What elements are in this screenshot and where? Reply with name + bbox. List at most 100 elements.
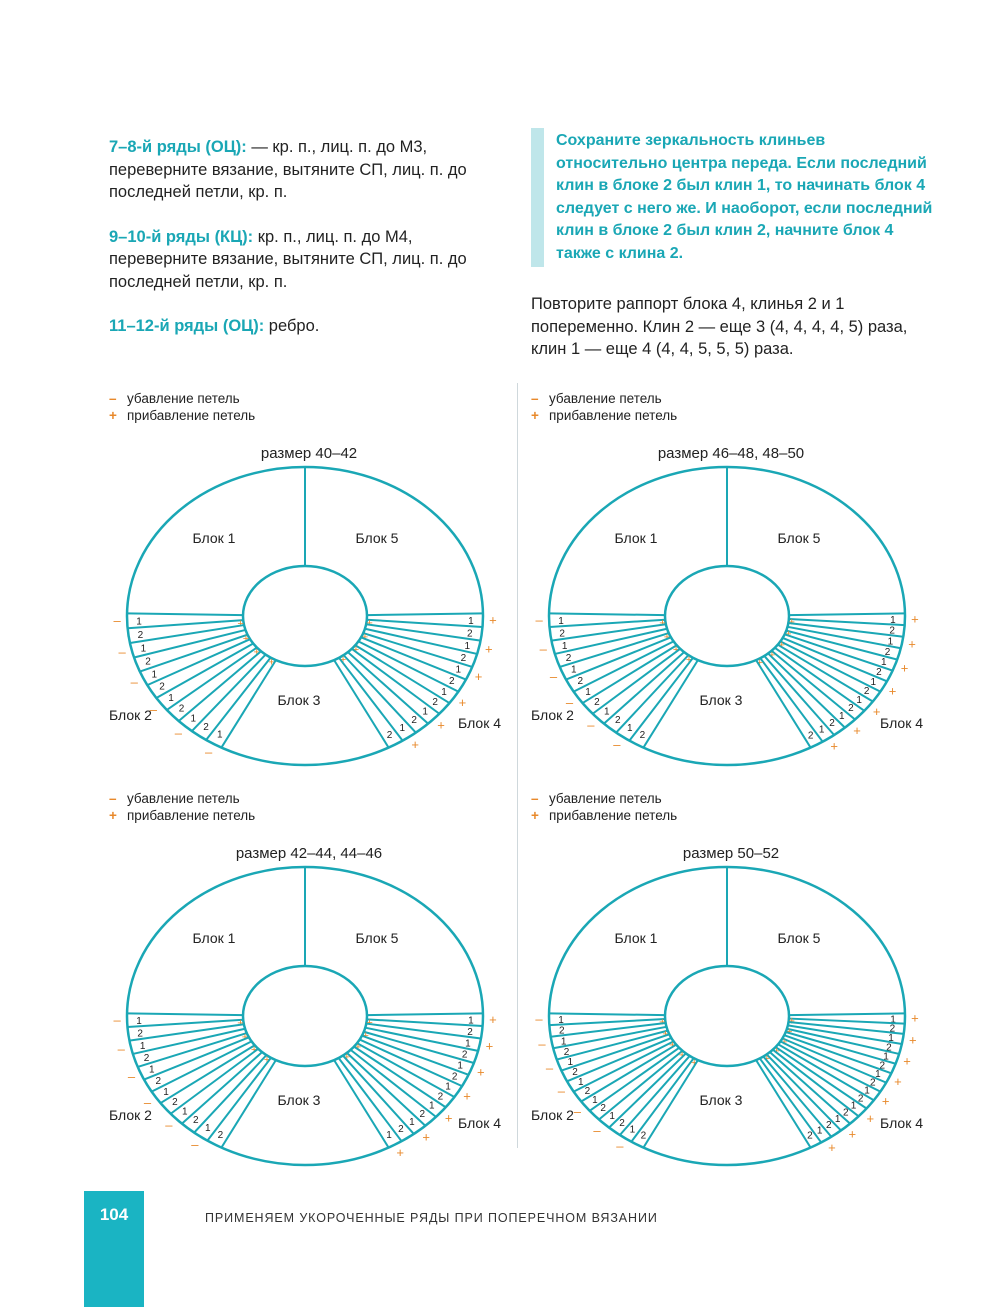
decrease-marker: –: [613, 737, 621, 752]
wedge-line: [573, 640, 675, 693]
decrease-marker: –: [616, 1139, 624, 1154]
wedge-line: [363, 1030, 475, 1064]
wedge-line: [554, 627, 668, 655]
wedge-number: 2: [218, 1130, 224, 1141]
block-2-label: Блок 2: [531, 1107, 574, 1123]
mirror-tip-callout: Сохраните зеркальность клиньев относител…: [531, 128, 936, 267]
wedge-line: [366, 618, 483, 629]
wedge-number: 2: [858, 1093, 864, 1104]
wedge-line: [608, 1052, 687, 1129]
wedge-line: [206, 1057, 272, 1142]
wedge-line: [787, 625, 901, 650]
increase-marker: +: [411, 737, 419, 752]
wedge-line: [550, 1021, 666, 1038]
decrease-marker: –: [113, 613, 121, 628]
wedge-line: [205, 656, 272, 741]
wedge-number: 2: [600, 1103, 606, 1114]
wedge-line: [365, 1026, 479, 1052]
legend: –убавление петель +прибавление петель: [531, 390, 677, 424]
block-5-label: Блок 5: [778, 930, 821, 946]
yoke-diagram: 1–2+1–21–+21–2+1–21–+1+2+1+21++21+2+1+21…: [109, 465, 501, 767]
wedge-line: [132, 1027, 246, 1055]
wedge-line: [788, 612, 905, 617]
wedge-number: 1: [558, 1015, 564, 1026]
decrease-marker: –: [131, 675, 139, 690]
wedge-line: [580, 1043, 677, 1103]
wedge-number: 1: [190, 713, 196, 724]
wedge-number: 1: [881, 657, 887, 668]
wedge-line: [551, 623, 666, 642]
wedge-number: 2: [138, 630, 144, 641]
wedge-number: 1: [864, 1086, 870, 1097]
decrease-marker: –: [191, 1137, 199, 1152]
wedge-line: [582, 644, 678, 704]
legend-plus-label: прибавление петель: [127, 808, 256, 823]
wedge-line: [755, 1059, 812, 1149]
wedge-number: 1: [561, 1036, 567, 1047]
wedge-line: [628, 657, 694, 742]
wedge-number: 1: [429, 1100, 435, 1111]
wedge-number: 1: [141, 644, 147, 655]
wedge-number: 2: [387, 730, 393, 741]
legend-minus-label: убавление петель: [127, 791, 240, 806]
wedge-number: 1: [627, 723, 633, 734]
wedge-line: [333, 659, 390, 749]
increase-marker: +: [362, 631, 368, 643]
rows-7-8: 7–8-й ряды (ОЦ): — кр. п., лиц. п. до М3…: [109, 136, 509, 204]
wedge-number: 1: [465, 1038, 471, 1049]
wedge-line: [762, 1055, 833, 1138]
block-3-label: Блок 3: [700, 692, 743, 708]
decrease-marker: –: [558, 1083, 566, 1098]
wedge-line: [770, 649, 856, 721]
wedge-line: [181, 1051, 263, 1125]
decrease-marker: –: [128, 1069, 136, 1084]
wedge-line: [786, 629, 898, 661]
wedge-number: 1: [217, 730, 223, 741]
wedge-number: 1: [168, 693, 174, 704]
wedge-line: [559, 632, 670, 668]
wedge-number: 1: [630, 1125, 636, 1136]
wedge-line: [191, 653, 267, 732]
decrease-marker: –: [150, 702, 158, 717]
wedge-line: [788, 1020, 904, 1035]
increase-marker: +: [489, 613, 497, 628]
wedge-line: [759, 657, 824, 743]
wedge-line: [133, 628, 246, 659]
wedge-line: [630, 1057, 695, 1143]
wedge-line: [642, 659, 699, 749]
wedge-line: [220, 659, 277, 749]
increase-marker: +: [422, 1130, 430, 1145]
minus-marker: –: [531, 391, 539, 406]
increase-marker: +: [908, 636, 916, 651]
increase-marker: +: [485, 641, 493, 656]
wedge-line: [769, 1051, 851, 1125]
increase-marker: +: [477, 1064, 485, 1079]
increase-marker: +: [363, 1030, 369, 1042]
wedge-number: 2: [807, 1131, 813, 1142]
decrease-marker: –: [593, 1123, 601, 1138]
wedge-number: 2: [467, 628, 473, 639]
wedge-number: 2: [145, 657, 151, 668]
increase-marker: +: [828, 1140, 836, 1155]
wedge-line: [127, 1012, 244, 1017]
block-4-label: Блок 4: [458, 1115, 501, 1131]
rows-label: 7–8-й ряды (ОЦ):: [109, 138, 247, 156]
wedge-number: 2: [398, 1124, 404, 1135]
plus-marker: +: [531, 808, 539, 823]
wedge-number: 1: [455, 665, 461, 676]
wedge-line: [763, 655, 835, 736]
increase-marker: +: [659, 1016, 665, 1028]
wedge-number: 2: [564, 1047, 570, 1058]
increase-marker: +: [778, 640, 784, 652]
wedge-line: [777, 643, 874, 703]
wedge-number: 2: [843, 1108, 849, 1119]
increase-marker: +: [785, 628, 791, 640]
minus-marker: –: [109, 791, 117, 806]
wedge-line: [779, 1040, 881, 1093]
wedge-line: [361, 1034, 469, 1076]
decrease-marker: –: [113, 1013, 121, 1028]
wedge-line: [137, 1032, 248, 1068]
wedge-line: [366, 1022, 482, 1040]
wedge-number: 2: [640, 730, 646, 741]
wedge-number: 1: [409, 1117, 415, 1128]
